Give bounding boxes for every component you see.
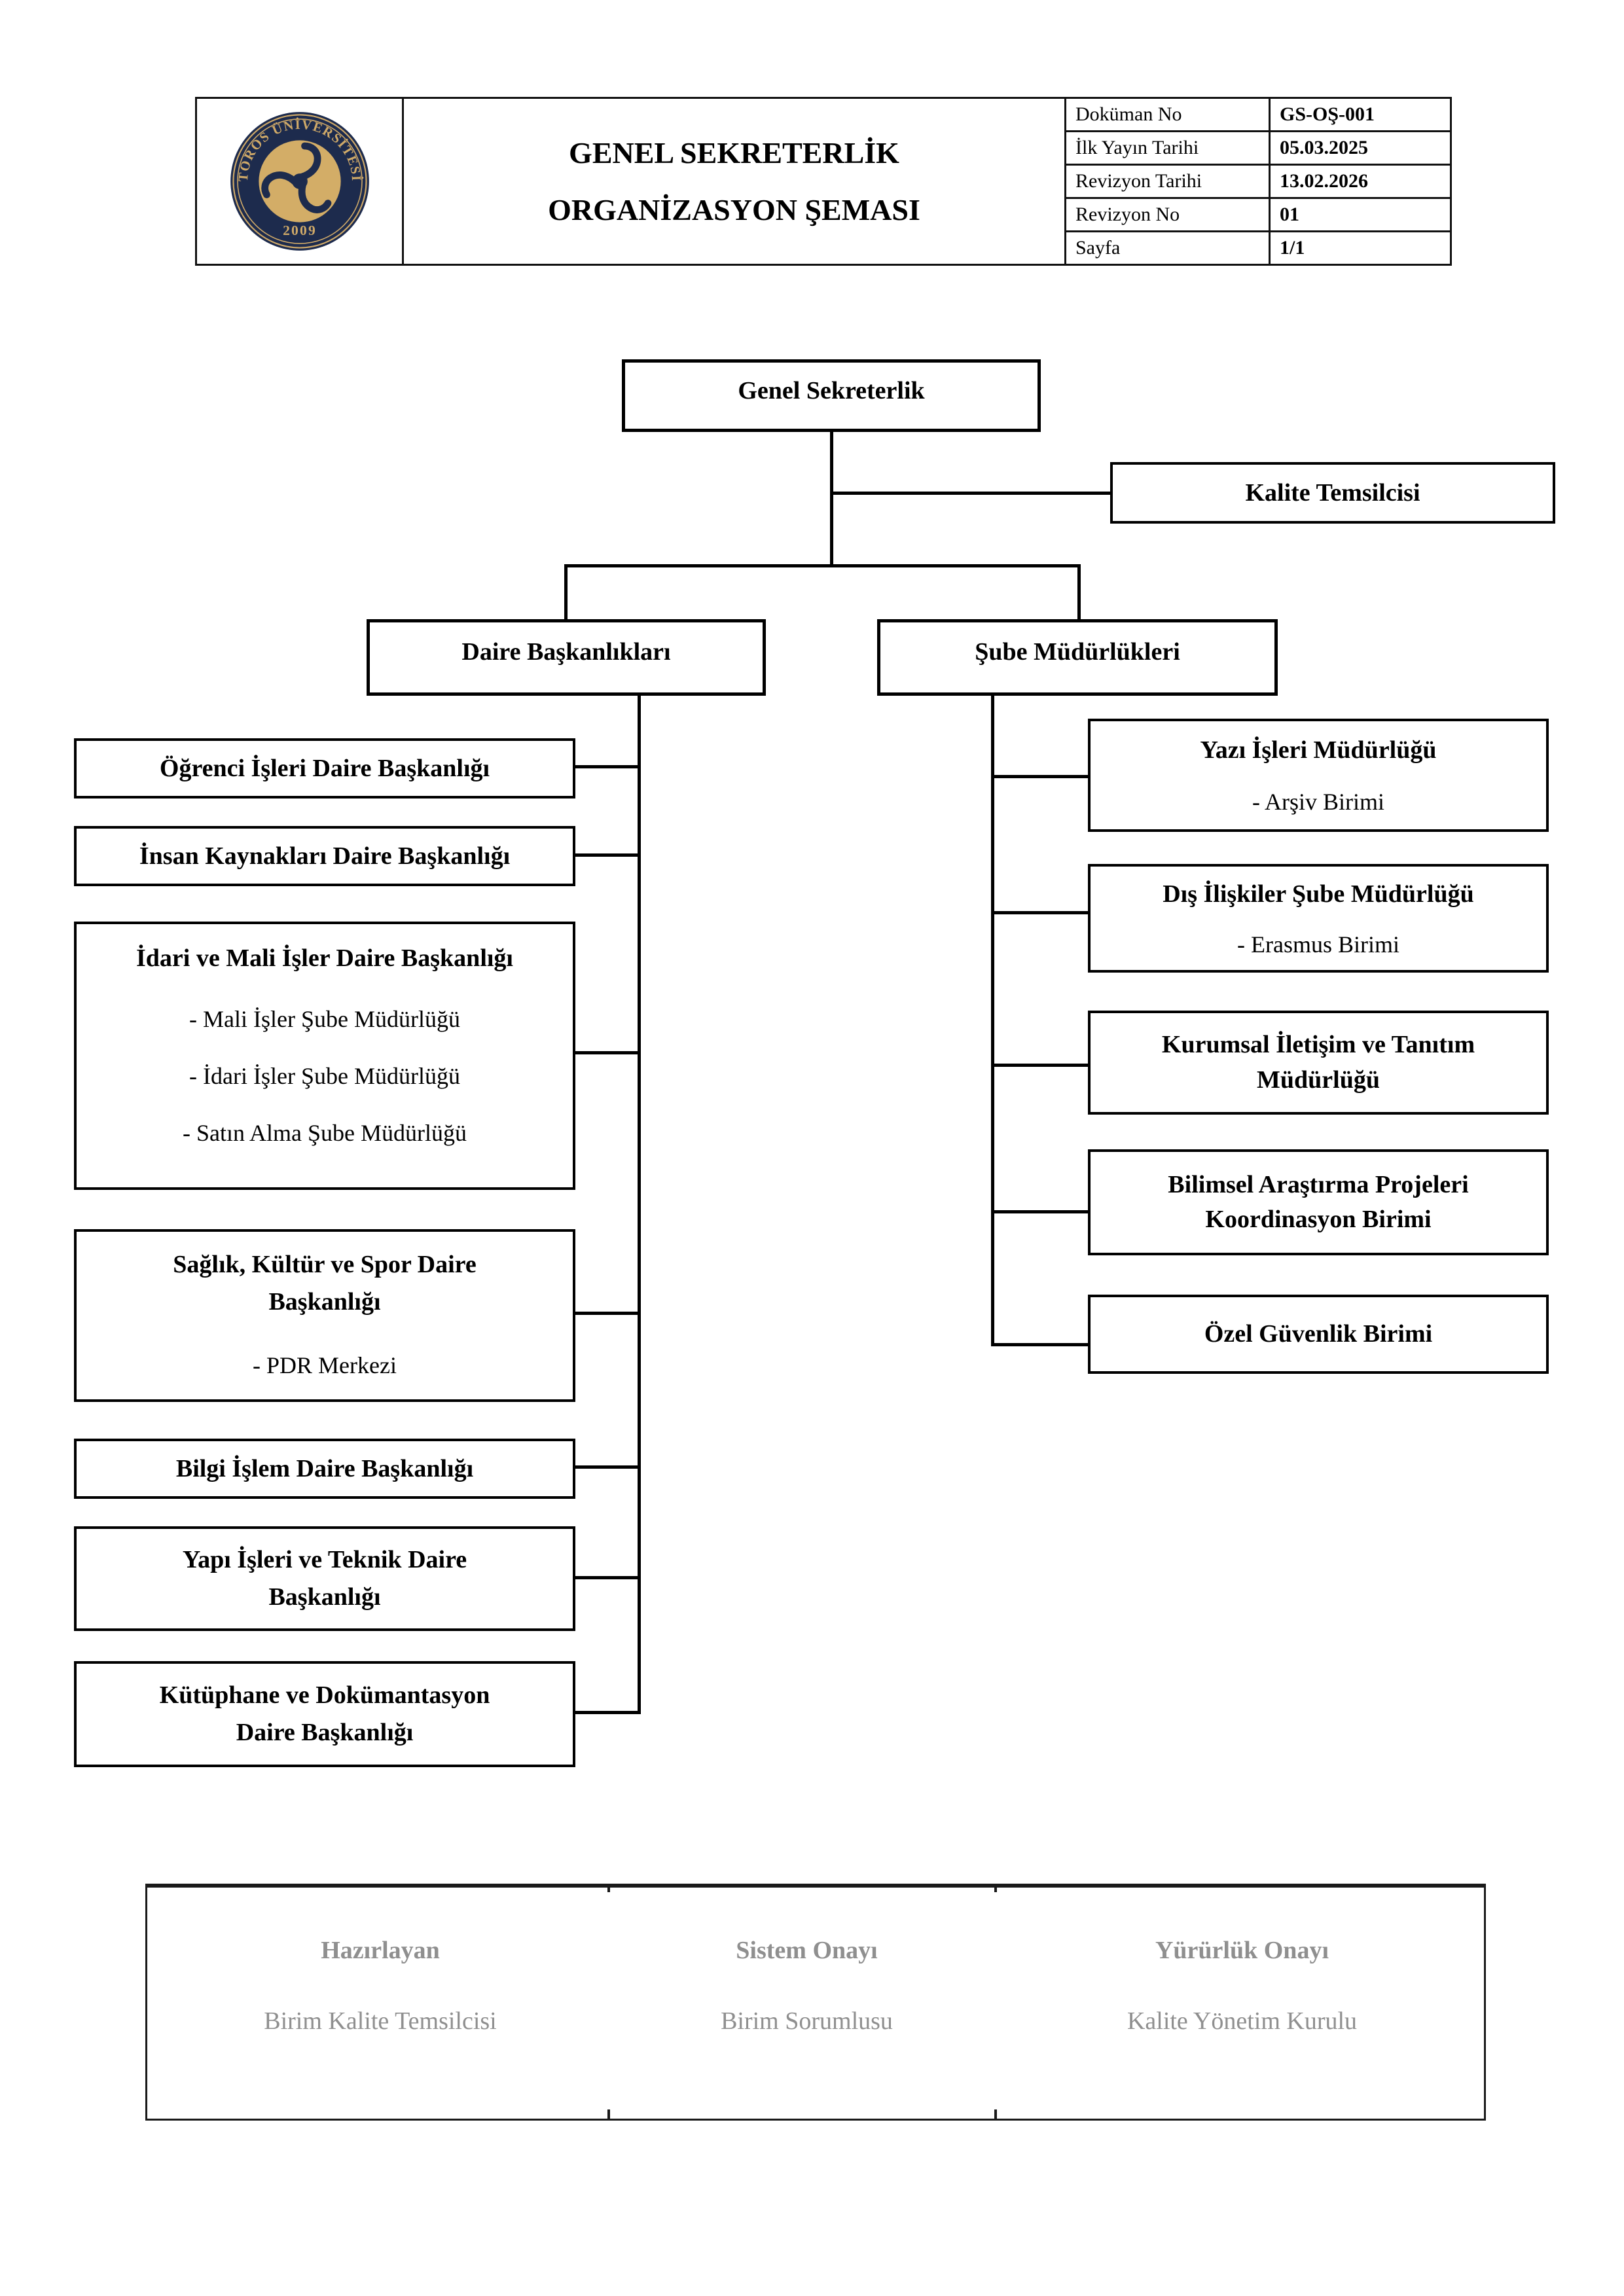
connector-stub-idari	[573, 1051, 641, 1054]
node-ogrenci-isleri: Öğrenci İşleri Daire Başkanlığı	[74, 738, 575, 798]
connector-stub-saglik	[573, 1312, 641, 1315]
node-dis-iliskiler: Dış İlişkiler Şube Müdürlüğü - Erasmus B…	[1088, 864, 1549, 973]
node-title: Öğrenci İşleri Daire Başkanlığı	[159, 754, 490, 782]
toros-universitesi-logo: TOROS ÜNİVERSİTESİ 2009	[230, 112, 369, 251]
connector-stub-kutuphane	[573, 1711, 641, 1714]
node-title: Daire Başkanlıkları	[461, 638, 671, 666]
logo-swirl-icon	[261, 142, 331, 213]
approval-value: Birim Kalite Temsilcisi	[264, 2007, 497, 2035]
info-row-ilk-yayin: İlk Yayın Tarihi 05.03.2025	[1066, 132, 1450, 166]
node-ozel-guvenlik: Özel Güvenlik Birimi	[1088, 1295, 1549, 1374]
node-subitem: - İdari İşler Şube Müdürlüğü	[189, 1063, 460, 1089]
node-subitem: - Erasmus Birimi	[1237, 931, 1399, 958]
info-value: 05.03.2025	[1280, 137, 1368, 158]
connector-right-trunk	[991, 696, 994, 1346]
connector-left-trunk	[638, 696, 641, 1714]
node-daire-baskanliklari: Daire Başkanlıkları	[367, 619, 766, 696]
approval-heading: Hazırlayan	[321, 1937, 440, 1964]
approval-col-yururluk-onayi: Yürürlük Onayı Kalite Yönetim Kurulu	[1000, 1888, 1484, 2119]
header-table: TOROS ÜNİVERSİTESİ 2009 GENEL SEKRETERLİ…	[195, 97, 1452, 266]
connector-splitter-horizontal	[564, 564, 1081, 567]
connector-stub-yazi	[991, 775, 1091, 778]
column-divider-tick	[994, 1886, 997, 1892]
connector-stub-ogrenci	[573, 765, 641, 768]
node-saglik-kultur-spor: Sağlık, Kültür ve Spor Daire Başkanlığı …	[74, 1229, 575, 1402]
approval-col-sistem-onayi: Sistem Onayı Birim Sorumlusu	[613, 1888, 1000, 2119]
info-label: Doküman No	[1066, 99, 1271, 130]
node-kalite-temsilcisi: Kalite Temsilcisi	[1110, 462, 1555, 524]
node-yapi-isleri-teknik: Yapı İşleri ve Teknik Daire Başkanlığı	[74, 1526, 575, 1631]
node-title: Kalite Temsilcisi	[1245, 478, 1420, 507]
node-subitem: - Arşiv Birimi	[1252, 789, 1384, 815]
node-title: İnsan Kaynakları Daire Başkanlığı	[139, 842, 511, 870]
connector-stub-bilimsel	[991, 1210, 1091, 1213]
info-value: 1/1	[1280, 237, 1305, 259]
info-label: Revizyon Tarihi	[1066, 166, 1271, 197]
info-label: İlk Yayın Tarihi	[1066, 132, 1271, 164]
document-title-line2: ORGANİZASYON ŞEMASI	[548, 193, 920, 226]
logo-year-text: 2009	[283, 223, 317, 238]
connector-root-vertical	[830, 432, 833, 564]
node-genel-sekreterlik: Genel Sekreterlik	[622, 359, 1041, 432]
info-value: 13.02.2026	[1280, 170, 1368, 192]
node-yazi-isleri: Yazı İşleri Müdürlüğü - Arşiv Birimi	[1088, 719, 1549, 832]
info-label: Sayfa	[1066, 232, 1271, 264]
connector-stub-kurumsal	[991, 1064, 1091, 1067]
document-title: GENEL SEKRETERLİK ORGANİZASYON ŞEMASI	[404, 99, 1066, 264]
node-title: Dış İlişkiler Şube Müdürlüğü	[1163, 880, 1474, 908]
logo-cell: TOROS ÜNİVERSİTESİ 2009	[197, 99, 404, 264]
connector-kalite-branch	[830, 492, 1110, 495]
info-row-revizyon-no: Revizyon No 01	[1066, 199, 1450, 232]
connector-splitter-right-drop	[1077, 564, 1081, 619]
approval-value: Birim Sorumlusu	[721, 2007, 893, 2035]
connector-splitter-left-drop	[564, 564, 568, 619]
connector-stub-bilgi	[573, 1465, 641, 1469]
node-title: Sağlık, Kültür ve Spor Daire Başkanlığı	[173, 1251, 477, 1316]
connector-stub-yapi	[573, 1576, 641, 1579]
node-title: Yazı İşleri Müdürlüğü	[1200, 736, 1437, 764]
connector-stub-dis-iliskiler	[991, 911, 1091, 914]
approval-table: Hazırlayan Birim Kalite Temsilcisi Siste…	[145, 1884, 1486, 2121]
node-idari-ve-mali-isler: İdari ve Mali İşler Daire Başkanlığı - M…	[74, 922, 575, 1190]
node-title: Şube Müdürlükleri	[975, 638, 1180, 666]
approval-heading: Sistem Onayı	[736, 1937, 878, 1964]
node-kurumsal-iletisim: Kurumsal İletişim ve Tanıtım Müdürlüğü	[1088, 1011, 1549, 1115]
info-value: GS-OŞ-001	[1280, 103, 1375, 125]
node-title: Bilgi İşlem Daire Başkanlığı	[175, 1454, 474, 1482]
node-title: Kütüphane ve Dokümantasyon Daire Başkanl…	[159, 1681, 490, 1746]
connector-stub-ozel-guvenlik	[991, 1343, 1091, 1346]
node-title: Yapı İşleri ve Teknik Daire Başkanlığı	[182, 1546, 467, 1611]
node-title: İdari ve Mali İşler Daire Başkanlığı	[136, 944, 513, 972]
node-bilimsel-arastirma: Bilimsel Araştırma Projeleri Koordinasyo…	[1088, 1149, 1549, 1255]
column-divider-tick	[994, 2109, 997, 2119]
node-title: Bilimsel Araştırma Projeleri Koordinasyo…	[1168, 1170, 1469, 1233]
node-title: Genel Sekreterlik	[738, 377, 925, 404]
approval-heading: Yürürlük Onayı	[1155, 1937, 1329, 1964]
node-subitem: - PDR Merkezi	[253, 1352, 397, 1378]
node-bilgi-islem: Bilgi İşlem Daire Başkanlığı	[74, 1439, 575, 1499]
node-sube-mudurlukleri: Şube Müdürlükleri	[877, 619, 1278, 696]
node-subitem: - Satın Alma Şube Müdürlüğü	[183, 1120, 467, 1146]
approval-col-hazirlayan: Hazırlayan Birim Kalite Temsilcisi	[147, 1888, 613, 2119]
info-row-dokuman-no: Doküman No GS-OŞ-001	[1066, 99, 1450, 132]
approval-value: Kalite Yönetim Kurulu	[1127, 2007, 1358, 2035]
column-divider-tick	[607, 2109, 610, 2119]
doc-info-table: Doküman No GS-OŞ-001 İlk Yayın Tarihi 05…	[1066, 99, 1450, 264]
info-value: 01	[1280, 204, 1299, 225]
node-insan-kaynaklari: İnsan Kaynakları Daire Başkanlığı	[74, 826, 575, 886]
connector-stub-insan	[573, 853, 641, 857]
column-divider-tick	[607, 1886, 610, 1892]
info-label: Revizyon No	[1066, 199, 1271, 230]
node-subitem: - Mali İşler Şube Müdürlüğü	[189, 1006, 460, 1032]
node-title: Kurumsal İletişim ve Tanıtım Müdürlüğü	[1161, 1031, 1475, 1094]
document-title-line1: GENEL SEKRETERLİK	[569, 135, 899, 170]
node-kutuphane-dokumantasyon: Kütüphane ve Dokümantasyon Daire Başkanl…	[74, 1661, 575, 1767]
node-title: Özel Güvenlik Birimi	[1204, 1320, 1433, 1348]
info-row-sayfa: Sayfa 1/1	[1066, 232, 1450, 264]
info-row-revizyon-tarihi: Revizyon Tarihi 13.02.2026	[1066, 166, 1450, 199]
